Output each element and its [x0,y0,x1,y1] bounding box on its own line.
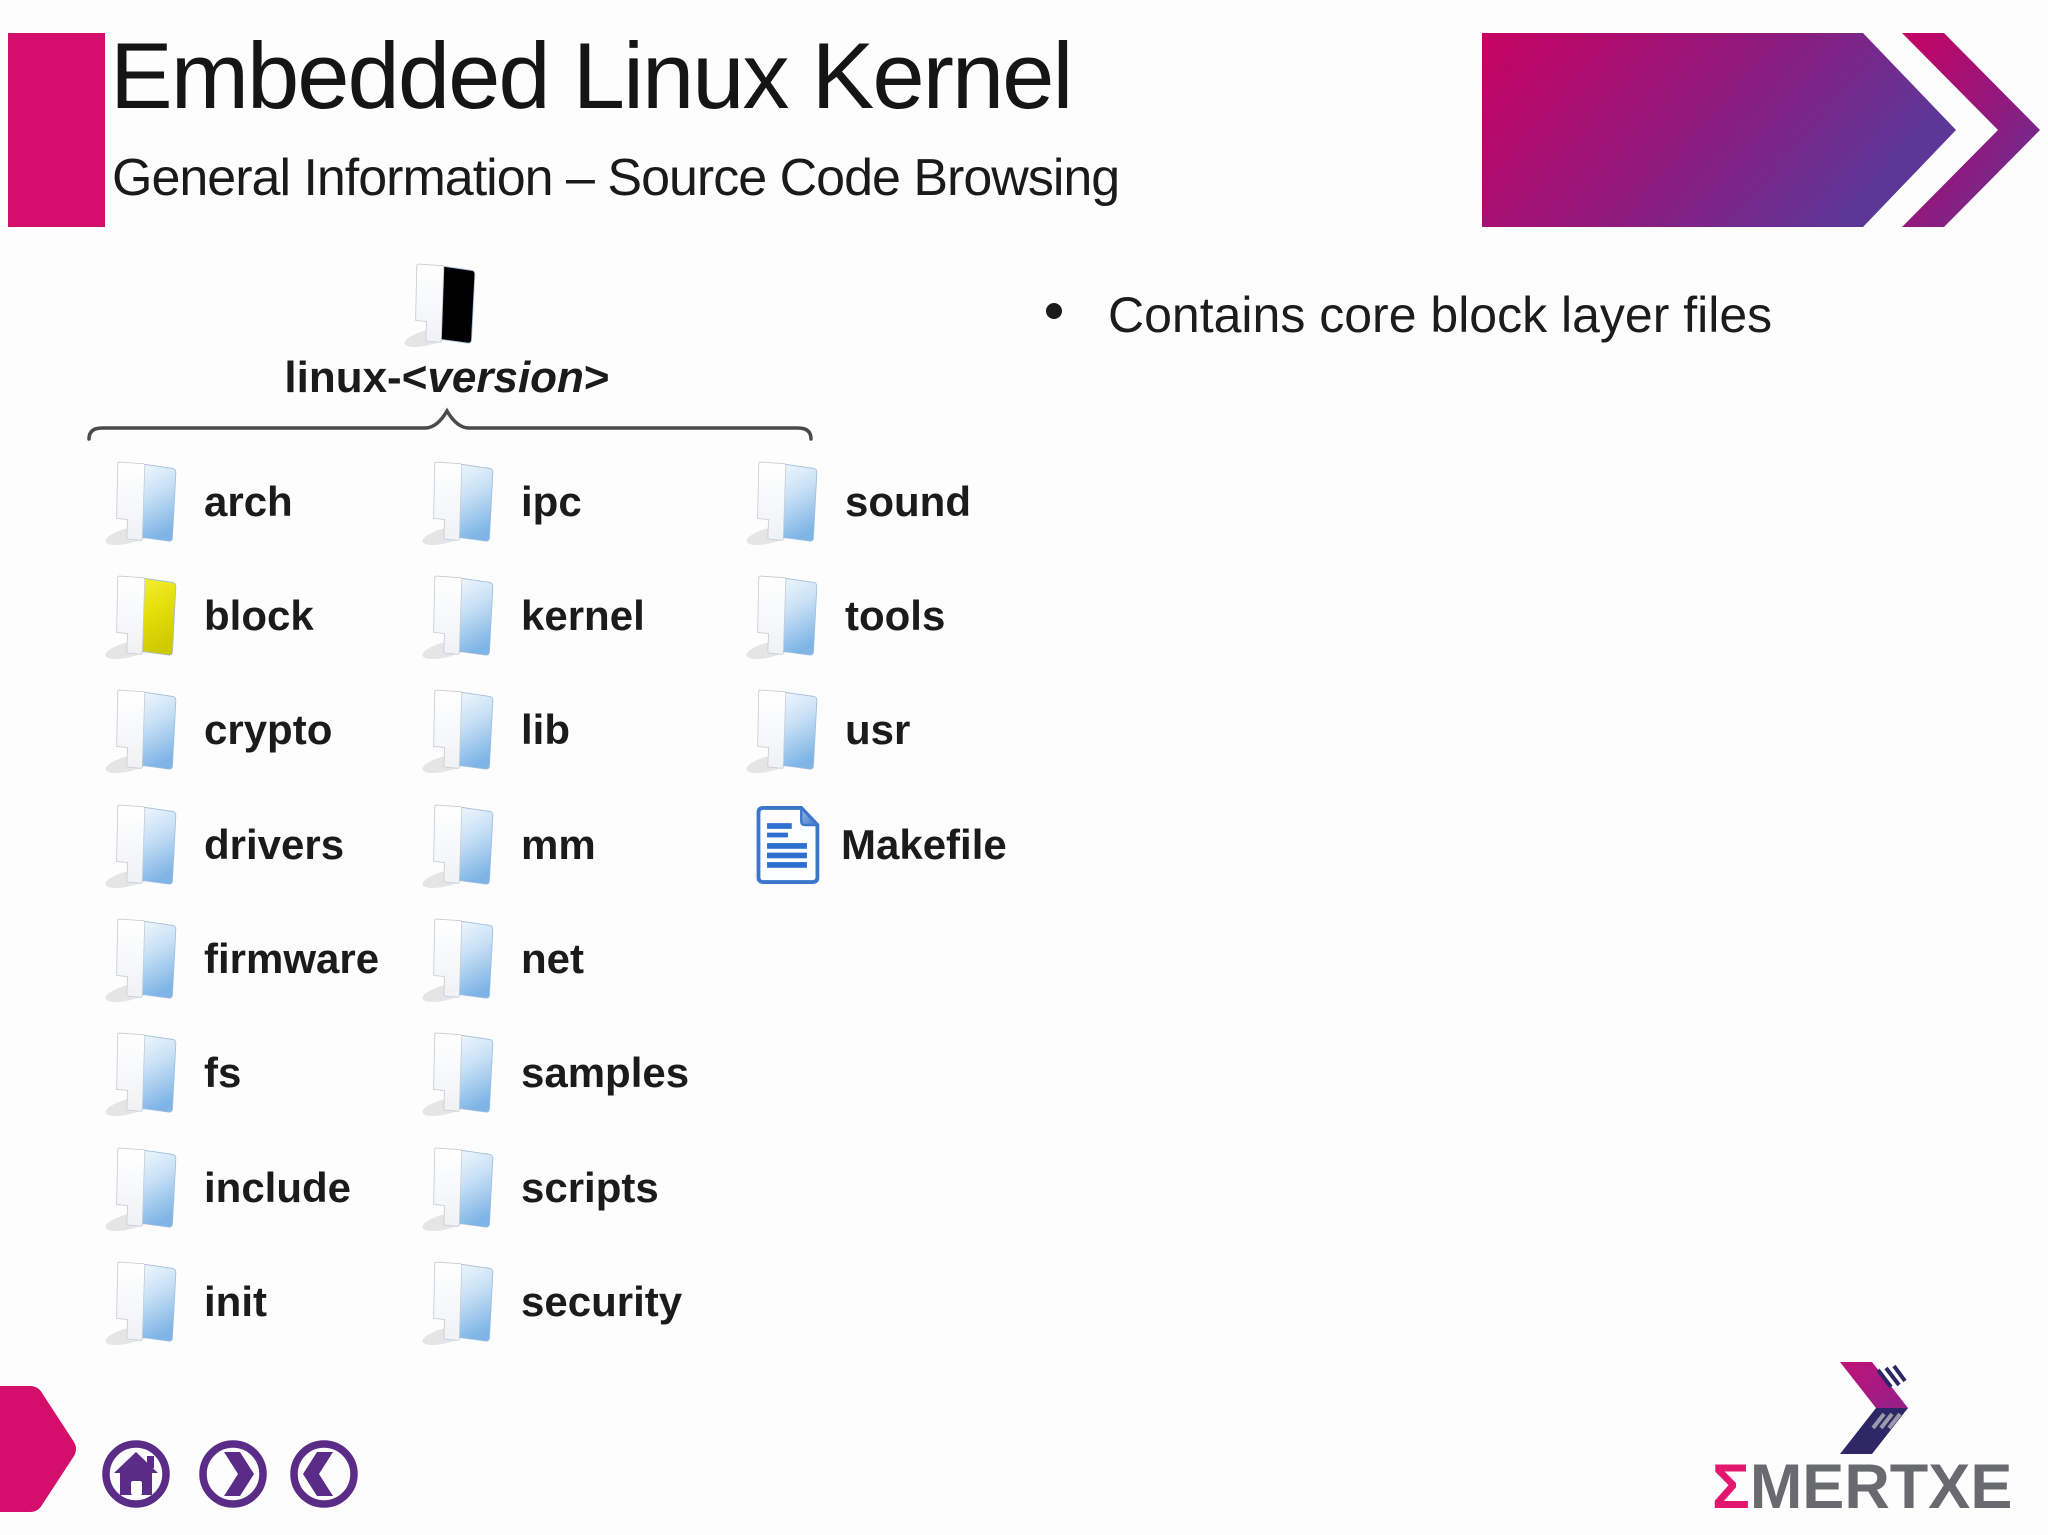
folder-item-scripts: scripts [421,1144,659,1232]
root-label-suffix: > [583,353,610,402]
folder-item-fs: fs [104,1029,241,1117]
banner-arrow-shape [1482,33,1956,227]
folder-icon [105,461,177,546]
folder-item-ipc: ipc [421,458,582,546]
chevron-right-icon [199,1440,267,1508]
root-folder-icon [403,260,487,348]
folder-label: ipc [521,478,582,525]
folder-icon [422,1261,494,1346]
folder-label: security [521,1278,683,1325]
folder-item-sound: sound [745,458,971,546]
accent-square [8,33,105,227]
folder-item-security: security [421,1258,682,1346]
folder-label: init [204,1278,267,1325]
makefile-document-icon [756,806,820,884]
file-label: Makefile [841,821,1007,868]
banner-chevron-icon [1902,33,2040,227]
folder-icon [422,1032,494,1117]
folder-icon [746,461,818,546]
logo-wordmark: ΣMERTXE [1712,1456,2012,1519]
folder-label: firmware [204,935,380,982]
folder-icon [422,461,494,546]
bullet-text: Contains core block layer files [1108,287,1773,343]
folder-icon [422,575,494,660]
folder-icon [105,804,177,889]
bullet-dot [1046,303,1062,319]
folder-icon [746,689,818,774]
folder-item-samples: samples [421,1029,689,1117]
folder-label: arch [204,478,293,525]
folder-icon [422,804,494,889]
nav-back-button[interactable] [286,1436,362,1512]
page-subtitle: General Information – Source Code Browsi… [112,149,1120,207]
file-item-Makefile: Makefile [745,801,1007,889]
folder-icon [105,1032,177,1117]
root-label-version: version [427,353,584,402]
folder-label: net [521,935,584,982]
folder-icon [105,1261,177,1346]
folder-item-crypto: crypto [104,686,332,774]
root-folder-label: linux-<version> [197,353,697,403]
folder-icon [105,918,177,1003]
logo-sigma: Σ [1712,1452,1750,1522]
folder-label: tools [845,592,946,639]
folder-item-firmware: firmware [104,915,379,1003]
folder-item-net: net [421,915,584,1003]
folder-item-drivers: drivers [104,801,344,889]
folder-label: fs [204,1049,242,1096]
tree-brace [87,407,813,441]
logo-chevron-icon [1840,1362,1908,1454]
folder-label: crypto [204,706,333,753]
folder-label: include [204,1164,352,1211]
folder-item-block: block [104,572,314,660]
folder-item-lib: lib [421,686,570,774]
page-title: Embedded Linux Kernel [110,23,1073,128]
folder-icon [105,1147,177,1232]
folder-icon [422,689,494,774]
folder-label: drivers [204,821,345,868]
folder-icon [746,575,818,660]
root-label-prefix: linux-< [284,353,428,402]
footer-arrow-shape [0,1386,76,1512]
folder-label: block [204,592,314,639]
folder-icon [422,918,494,1003]
folder-item-usr: usr [745,686,910,774]
folder-label: sound [845,478,971,525]
folder-item-tools: tools [745,572,945,660]
folder-label: samples [521,1049,690,1096]
folder-label: usr [845,706,911,753]
header-banner [1482,33,2040,227]
folder-icon [105,689,177,774]
folder-label: scripts [521,1164,659,1211]
logo-rest: MERTXE [1749,1452,2013,1522]
nav-next-button[interactable] [195,1436,271,1512]
folder-item-mm: mm [421,801,596,889]
folder-item-kernel: kernel [421,572,645,660]
folder-icon [404,263,476,348]
folder-icon [105,575,177,660]
folder-item-arch: arch [104,458,293,546]
folder-item-include: include [104,1144,351,1232]
folder-label: kernel [521,592,645,639]
folder-label: mm [521,821,596,868]
folder-item-init: init [104,1258,267,1346]
home-icon [102,1440,170,1508]
nav-home-button[interactable] [98,1436,174,1512]
folder-label: lib [521,706,570,753]
chevron-left-icon [290,1440,358,1508]
folder-icon [422,1147,494,1232]
